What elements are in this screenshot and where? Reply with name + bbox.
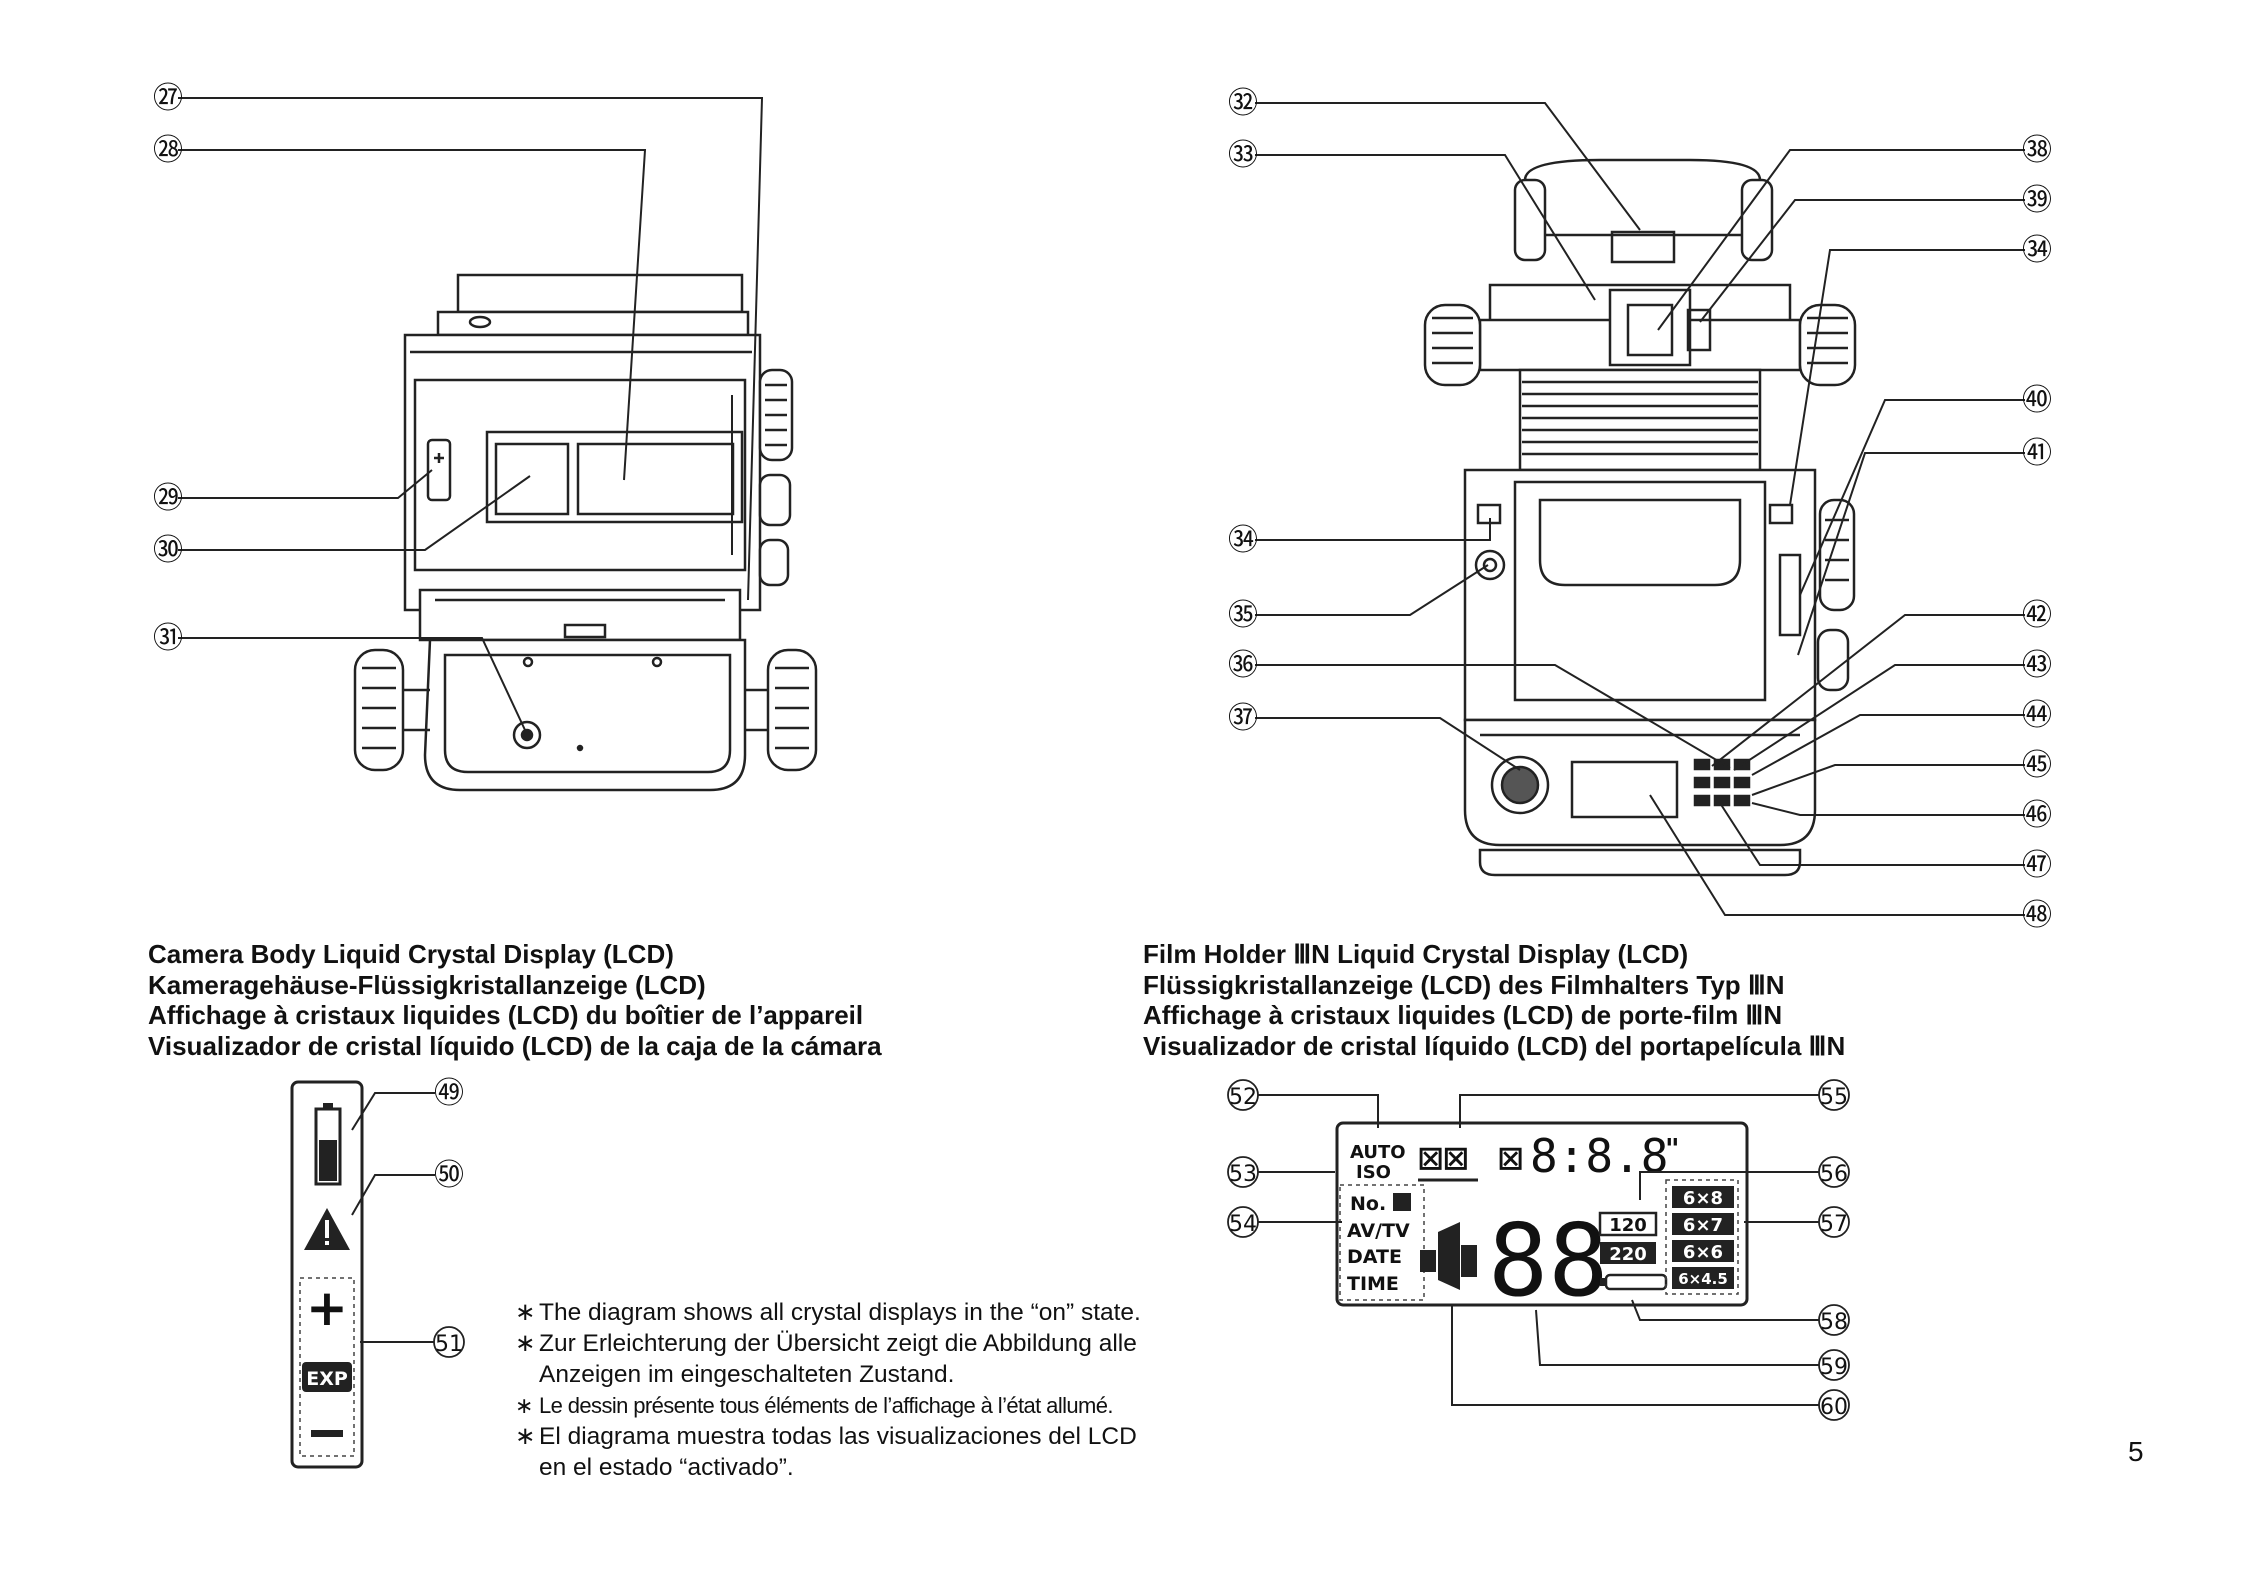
note-es: ∗El diagrama muestra todas las visualiza… <box>515 1423 1137 1450</box>
callout-37: ㊲ <box>1228 701 1258 736</box>
callout-50: ㊿ <box>434 1158 464 1193</box>
iso-label: ISO <box>1356 1162 1391 1183</box>
film-lcd-heading-es: Visualizador de cristal líquido (LCD) de… <box>1143 1030 1846 1061</box>
format-6x6: 6×6 <box>1683 1242 1723 1263</box>
callout-48: ㊽ <box>2022 898 2052 933</box>
note-fr: ∗Le dessin présente tous éléments de l’a… <box>515 1393 1114 1418</box>
callout-circle-51: 51 <box>433 1326 465 1358</box>
format-6x7: 6×7 <box>1683 1215 1723 1236</box>
film-lcd-heading-de: Flüssigkristallanzeige (LCD) des Filmhal… <box>1143 969 1785 1000</box>
minus-indicator <box>311 1430 343 1437</box>
callout-41: ㊶ <box>2022 436 2052 471</box>
callout-33: ㉝ <box>1228 138 1258 173</box>
film-remaining-indicator <box>1604 1273 1668 1291</box>
film-lcd-heading-fr: Affichage à cristaux liquides (LCD) de p… <box>1143 1000 1783 1030</box>
exposure-comp-icon <box>1393 1193 1411 1211</box>
callout-40: ㊵ <box>2022 383 2052 418</box>
big-frame-counter: 88 <box>1488 1202 1608 1319</box>
time-segment-digits: 8:8.8 <box>1530 1129 1668 1183</box>
callout-58: 58 <box>1820 1310 1848 1335</box>
callout-53: 53 <box>1229 1162 1257 1187</box>
callout-60: 60 <box>1820 1395 1848 1420</box>
exp-indicator: EXP <box>306 1368 348 1390</box>
film-lcd-panel: AUTO ISO ⊠⊠ ⊠ 8:8.8 " No. AV/TV DATE TIM… <box>1335 1121 1749 1319</box>
callout-28: ㉘ <box>153 133 183 168</box>
callout-57: 57 <box>1820 1212 1848 1237</box>
callout-43: ㊸ <box>2022 648 2052 683</box>
callout-30: ㉚ <box>153 533 183 568</box>
film-lcd-heading: Film Holder ⅢN Liquid Crystal Display (L… <box>1143 939 1845 1061</box>
warning-icon <box>304 1208 350 1250</box>
film-lcd-callouts <box>1255 1094 1820 1406</box>
avtv-label: AV/TV <box>1347 1220 1410 1242</box>
film-holder-callout-lines <box>1255 102 2025 916</box>
camera-lcd-heading-es: Visualizador de cristal líquido (LCD) de… <box>148 1030 882 1061</box>
callout-47: ㊼ <box>2022 848 2052 883</box>
callout-39: ㊴ <box>2022 183 2052 218</box>
small-segment-digits-2: ⊠ <box>1498 1133 1523 1182</box>
camera-lcd-heading: Camera Body Liquid Crystal Display (LCD)… <box>148 939 882 1061</box>
callout-29: ㉙ <box>153 481 183 516</box>
time-label: TIME <box>1347 1273 1399 1295</box>
film-holder-icon <box>1420 1222 1477 1290</box>
film-220-label: 220 <box>1609 1244 1647 1265</box>
camera-lcd-callouts <box>351 1092 435 1343</box>
display-notes: ∗The diagram shows all crystal displays … <box>515 1297 1141 1483</box>
no-label: No. <box>1350 1193 1386 1215</box>
note-de: ∗Zur Erleichterung der Übersicht zeigt d… <box>515 1330 1137 1357</box>
callout-32: ㉜ <box>1228 86 1258 121</box>
camera-body-callout-lines <box>178 97 764 731</box>
callout-44: ㊹ <box>2022 698 2052 733</box>
battery-icon <box>314 1103 342 1186</box>
camera-body-rear-illustration <box>353 273 818 792</box>
camera-lcd-heading-de: Kameragehäuse-Flüssigkristallanzeige (LC… <box>148 969 706 1000</box>
format-6x8: 6×8 <box>1683 1188 1723 1209</box>
note-es-cont: en el estado “activado”. <box>539 1454 794 1481</box>
callout-54: 54 <box>1229 1212 1257 1237</box>
camera-lcd-heading-en: Camera Body Liquid Crystal Display (LCD) <box>148 939 674 969</box>
callout-34: ㉞ <box>2022 233 2052 268</box>
callout-35: ㉟ <box>1228 598 1258 633</box>
film-holder-illustration <box>1423 158 1857 877</box>
camera-lcd-panel: + EXP <box>290 1080 364 1469</box>
callout-36: ㊱ <box>1228 648 1258 683</box>
callout-27: ㉗ <box>153 81 183 116</box>
film-lcd-heading-en: Film Holder ⅢN Liquid Crystal Display (L… <box>1143 939 1689 969</box>
callout-55: 55 <box>1820 1085 1848 1110</box>
callout-42: ㊷ <box>2022 598 2052 633</box>
callout-46: ㊻ <box>2022 798 2052 833</box>
callout-59: 59 <box>1820 1355 1848 1380</box>
callout-34-left: ㉞ <box>1228 523 1258 558</box>
film-holder-callout-numbers: ㉜ ㉝ ㊳ ㊴ ㉞ ㊵ ㊶ ㉞ ㉟ ㊱ ㊲ ㊷ ㊸ ㊹ ㊺ ㊻ ㊼ ㊽ <box>1228 86 2052 933</box>
format-6x4.5: 6×4.5 <box>1678 1270 1728 1288</box>
film-120-label: 120 <box>1609 1215 1647 1236</box>
note-de-cont: Anzeigen im eingeschalteten Zustand. <box>539 1361 955 1388</box>
note-en: ∗The diagram shows all crystal displays … <box>515 1299 1141 1326</box>
seconds-mark: " <box>1665 1132 1680 1165</box>
callout-56: 56 <box>1820 1162 1848 1187</box>
callout-45: ㊺ <box>2022 748 2052 783</box>
small-segment-digits-1: ⊠⊠ <box>1418 1133 1469 1182</box>
callout-51: 51 <box>435 1332 463 1357</box>
plus-indicator: + <box>306 1279 348 1337</box>
callout-38: ㊳ <box>2022 133 2052 168</box>
camera-lcd-heading-fr: Affichage à cristaux liquides (LCD) du b… <box>148 1000 864 1030</box>
camera-body-callout-numbers: ㉗ ㉘ ㉙ ㉚ ㉛ <box>153 81 183 656</box>
film-lcd-callout-numbers: 52 53 54 55 56 57 58 59 60 <box>1227 1079 1850 1421</box>
page-number: 5 <box>2128 1436 2144 1467</box>
date-label: DATE <box>1347 1246 1402 1268</box>
callout-52: 52 <box>1229 1085 1257 1110</box>
callout-31: ㉛ <box>153 621 183 656</box>
callout-49: ㊾ <box>434 1076 464 1111</box>
auto-label: AUTO <box>1350 1142 1406 1163</box>
